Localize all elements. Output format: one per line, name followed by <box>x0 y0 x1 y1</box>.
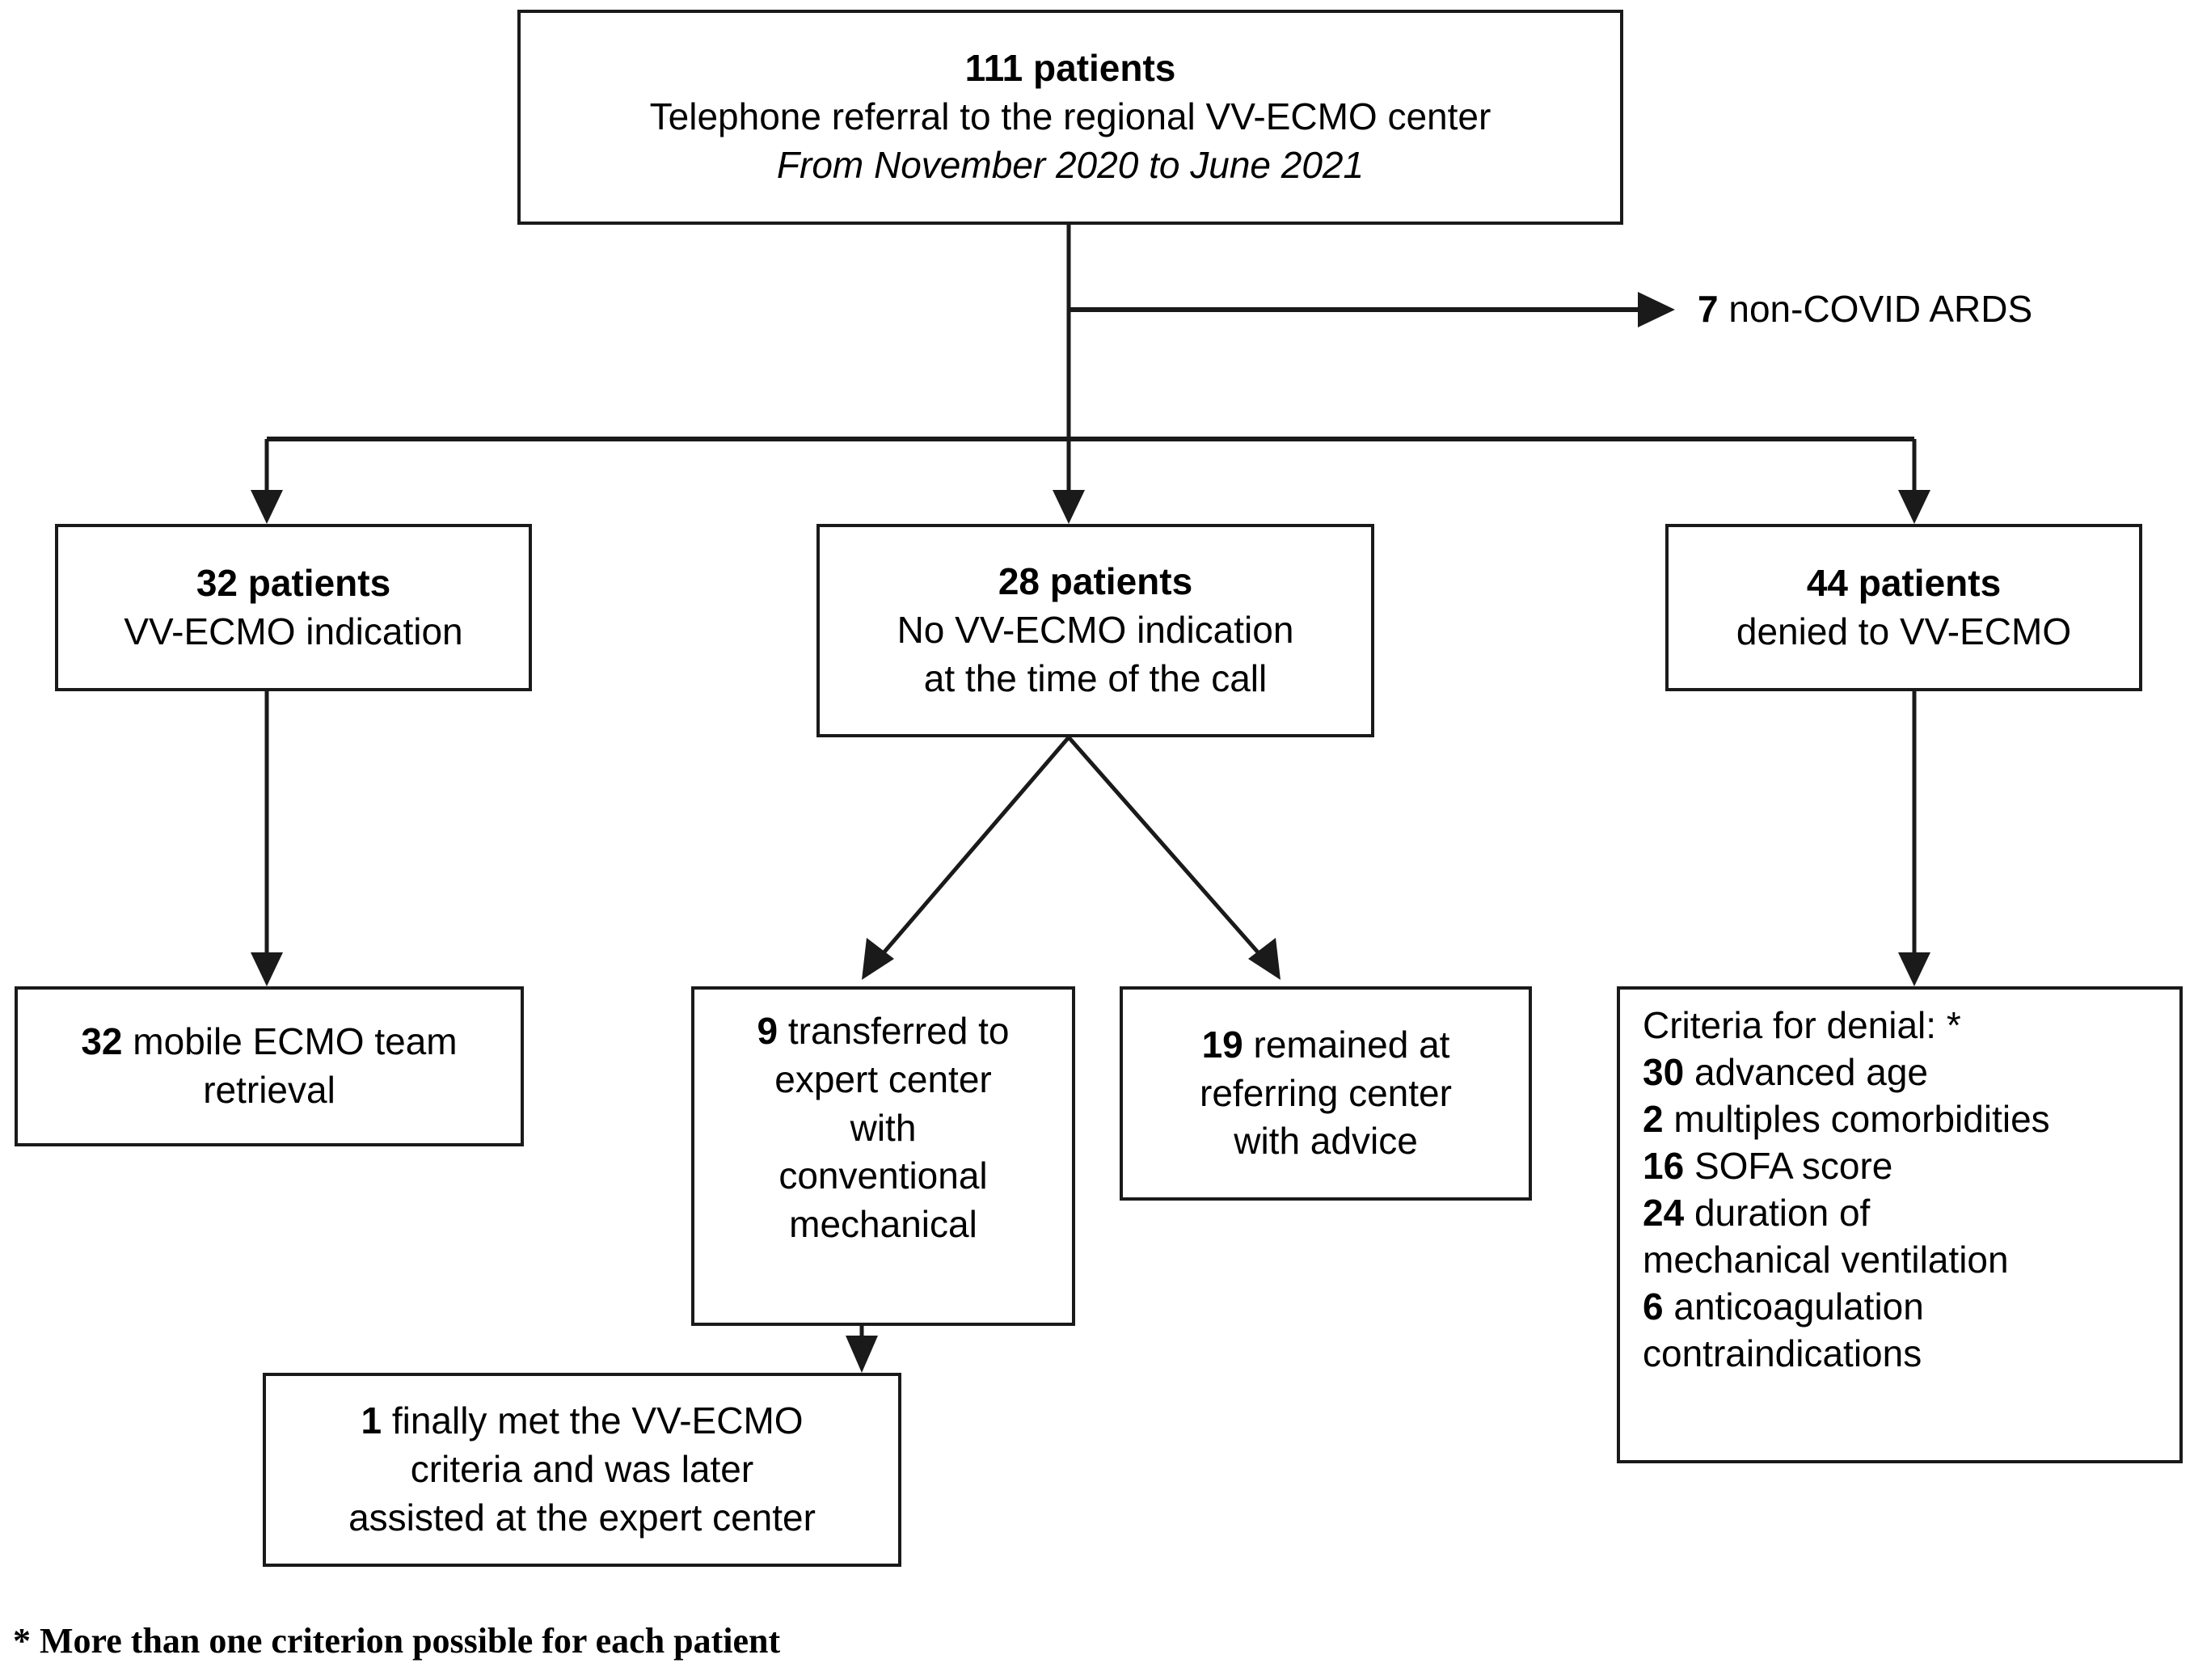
node-indication-count: 32 patients <box>196 561 391 604</box>
arrowhead-to-no-indication <box>1053 490 1085 524</box>
node-referral-line2: Telephone referral to the regional VV-EC… <box>649 95 1491 138</box>
criteria-item-label: multiples comorbidities <box>1673 1097 2050 1140</box>
node-referral-count: 111 patients <box>964 47 1176 90</box>
criteria-item-label: duration of <box>1694 1191 1871 1234</box>
criteria-item-count: 30 <box>1643 1050 1685 1093</box>
node-remained[interactable]: 19 remained at referring center with adv… <box>1120 986 1532 1201</box>
node-later-assisted[interactable]: 1 finally met the VV-ECMO criteria and w… <box>263 1373 901 1567</box>
criteria-item: mechanical ventilation <box>1643 1237 2009 1284</box>
node-retrieval-count: 32 <box>81 1020 123 1063</box>
node-indication-line2: VV-ECMO indication <box>124 610 463 652</box>
edge-no-indication-to-transferred <box>870 736 1070 969</box>
criteria-item-label: advanced age <box>1694 1050 1928 1093</box>
criteria-item-label: mechanical ventilation <box>1643 1238 2009 1281</box>
node-criteria-heading: Criteria for denial: * <box>1643 1004 1961 1046</box>
node-no-indication-line3: at the time of the call <box>923 656 1268 699</box>
node-referral-period: From November 2020 to June 2021 <box>776 143 1365 186</box>
node-later-assisted-line1: 1 finally met the VV-ECMO <box>361 1397 803 1446</box>
node-later-assisted-count: 1 <box>361 1399 382 1442</box>
node-remained-count: 19 <box>1201 1023 1243 1066</box>
node-criteria[interactable]: Criteria for denial: * 30 advanced age 2… <box>1617 986 2183 1463</box>
node-no-indication[interactable]: 28 patients No VV-ECMO indication at the… <box>816 524 1374 737</box>
node-referral[interactable]: 111 patients Telephone referral to the r… <box>517 10 1623 225</box>
node-remained-rest: remained at <box>1253 1023 1450 1066</box>
node-no-indication-line2: No VV-ECMO indication <box>897 609 1294 652</box>
criteria-item: 30 advanced age <box>1643 1049 1928 1096</box>
arrowhead-to-criteria <box>1898 952 1930 986</box>
node-transferred-line4: conventional <box>778 1154 988 1197</box>
node-transferred-line3: with <box>850 1106 917 1149</box>
node-denied[interactable]: 44 patients denied to VV-ECMO <box>1665 524 2142 691</box>
criteria-item-count: 2 <box>1643 1097 1664 1140</box>
arrowhead-to-remained <box>1248 938 1281 980</box>
node-non-covid-label: non-COVID ARDS <box>1728 288 2033 330</box>
node-remained-line3: with advice <box>1234 1120 1418 1163</box>
node-indication[interactable]: 32 patients VV-ECMO indication <box>55 524 532 691</box>
arrowhead-to-non-covid <box>1638 292 1675 327</box>
criteria-item-label: contraindications <box>1643 1332 1922 1374</box>
criteria-item: 6 anticoagulation <box>1643 1284 1924 1331</box>
arrowhead-to-retrieval <box>251 952 283 986</box>
criteria-item: 16 SOFA score <box>1643 1143 1892 1190</box>
node-transferred-rest: transferred to <box>787 1010 1010 1052</box>
criteria-item-label: anticoagulation <box>1673 1285 1924 1328</box>
node-transferred-line5: mechanical <box>789 1203 977 1246</box>
node-transferred-line2: expert center <box>774 1057 992 1100</box>
node-retrieval-line2: retrieval <box>203 1069 335 1111</box>
node-non-covid-count: 7 <box>1698 288 1719 330</box>
criteria-item-count: 24 <box>1643 1191 1685 1234</box>
node-denied-line2: denied to VV-ECMO <box>1736 610 2072 652</box>
criteria-item-count: 16 <box>1643 1144 1685 1187</box>
node-retrieval-line1: 32 mobile ECMO team <box>81 1018 457 1066</box>
node-retrieval-rest: mobile ECMO team <box>133 1020 458 1063</box>
node-transferred-line1: 9 transferred to <box>757 1007 1010 1056</box>
node-retrieval[interactable]: 32 mobile ECMO team retrieval <box>15 986 524 1146</box>
node-no-indication-count: 28 patients <box>998 560 1193 603</box>
criteria-item-count: 6 <box>1643 1285 1664 1328</box>
edge-no-indication-to-remained <box>1067 736 1272 969</box>
criteria-item: contraindications <box>1643 1331 1922 1378</box>
node-non-covid-ards: 7 non-COVID ARDS <box>1698 287 2032 331</box>
node-later-assisted-line3: assisted at the expert center <box>348 1496 816 1539</box>
node-transferred-count: 9 <box>757 1010 778 1052</box>
arrowhead-to-indication <box>251 490 283 524</box>
node-later-assisted-rest: finally met the VV-ECMO <box>391 1399 804 1442</box>
arrowhead-to-denied <box>1898 490 1930 524</box>
node-remained-line1: 19 remained at <box>1202 1021 1450 1070</box>
arrowhead-to-later-assisted <box>846 1336 878 1373</box>
node-later-assisted-line2: criteria and was later <box>410 1448 754 1491</box>
node-transferred[interactable]: 9 transferred to expert center with conv… <box>691 986 1075 1326</box>
figure-footnote: * More than one criterion possible for e… <box>13 1621 781 1661</box>
node-denied-count: 44 patients <box>1806 561 2002 604</box>
criteria-item: 2 multiples comorbidities <box>1643 1096 2050 1143</box>
node-remained-line2: referring center <box>1200 1071 1452 1114</box>
criteria-item-label: SOFA score <box>1694 1144 1893 1187</box>
arrowhead-to-transferred <box>862 938 894 980</box>
criteria-item: 24 duration of <box>1643 1190 1870 1237</box>
